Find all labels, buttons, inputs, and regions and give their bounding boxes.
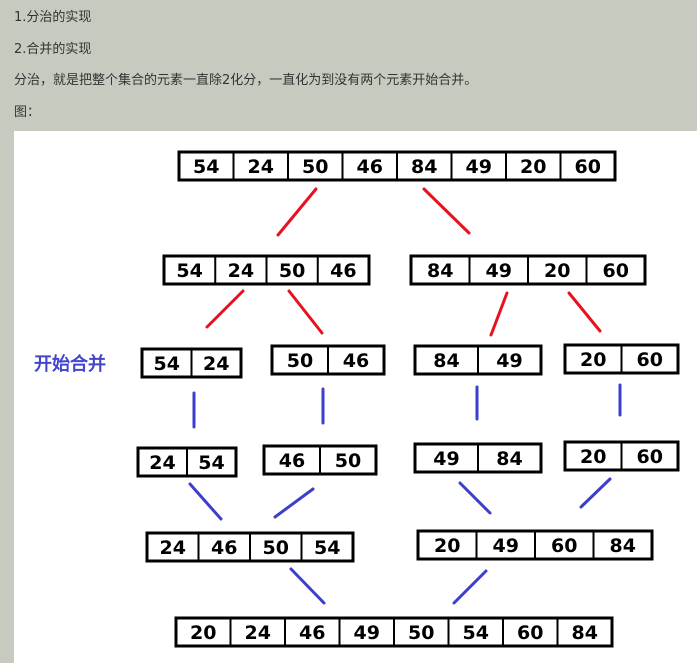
split-connector-line [205, 289, 245, 329]
merge-connector-line [579, 477, 612, 509]
array-cell-value: 84 [572, 622, 598, 644]
array-cell-value: 54 [176, 260, 202, 282]
array-cell-value: 60 [551, 535, 577, 557]
array-cell-value: 84 [496, 448, 522, 470]
split-connector-line [276, 187, 318, 237]
array-cell-value: 20 [434, 535, 460, 557]
array-cell-value: 60 [637, 446, 663, 468]
split-connector-line [287, 289, 324, 335]
array-cell-value: 20 [580, 446, 606, 468]
array-box: 24 46 50 54 [145, 531, 355, 563]
array-cell-value: 84 [433, 350, 459, 372]
array-cell-value: 49 [486, 260, 512, 282]
array-cell-value: 50 [408, 622, 434, 644]
array-cell-value: 49 [354, 622, 380, 644]
array-box: 49 84 [413, 442, 543, 474]
split-connector-line [489, 291, 509, 337]
array-box: 84 49 [413, 344, 543, 376]
array-cell-value: 60 [517, 622, 543, 644]
array-cell-value: 46 [299, 622, 325, 644]
array-cell-value: 49 [466, 156, 492, 178]
array-box: 20 24 46 49 50 54 60 84 [174, 616, 614, 648]
array-cell-value: 24 [160, 537, 186, 559]
split-connector-line [567, 291, 602, 333]
array-cell-value: 24 [248, 156, 274, 178]
step-1-text: 1.分治的实现 [14, 10, 92, 25]
array-cell-value: 54 [463, 622, 489, 644]
array-cell-value: 20 [520, 156, 546, 178]
figure-label: 图： [14, 105, 41, 120]
merge-start-label: 开始合并 [34, 353, 106, 375]
array-cell-value: 60 [603, 260, 629, 282]
merge-connector-line [452, 569, 488, 605]
array-cell-value: 54 [193, 156, 219, 178]
array-cell-value: 49 [496, 350, 522, 372]
array-cell-value: 20 [544, 260, 570, 282]
description-text: 分治，就是把整个集合的元素一直除2化分，一直化为到没有两个元素开始合并。 [14, 73, 478, 88]
array-cell-value: 54 [314, 537, 340, 559]
array-cell-value: 49 [493, 535, 519, 557]
array-box: 46 50 [262, 444, 378, 476]
array-cell-value: 46 [279, 450, 305, 472]
connector-lines [188, 187, 622, 605]
array-cell-value: 84 [411, 156, 437, 178]
array-cell-value: 20 [580, 349, 606, 371]
merge-connector-line [458, 481, 492, 515]
array-box: 54 24 50 46 [162, 254, 371, 286]
array-cell-value: 60 [575, 156, 601, 178]
array-box: 54 24 50 46 84 49 20 60 [177, 150, 617, 182]
array-cell-value: 54 [198, 452, 224, 474]
step-2-text: 2.合并的实现 [14, 42, 92, 57]
split-connector-line [422, 187, 471, 235]
array-cell-value: 24 [149, 452, 175, 474]
merge-connector-line [289, 567, 326, 605]
merge-connector-line [273, 487, 315, 519]
array-cell-value: 50 [302, 156, 328, 178]
array-box: 54 24 [140, 347, 243, 379]
array-cell-value: 46 [343, 350, 369, 372]
array-cell-value: 24 [228, 260, 254, 282]
array-cell-value: 60 [637, 349, 663, 371]
array-box: 84 49 20 60 [409, 254, 647, 286]
array-cell-value: 54 [154, 353, 180, 375]
array-cell-value: 24 [203, 353, 229, 375]
array-cell-value: 49 [433, 448, 459, 470]
array-cell-value: 46 [330, 260, 356, 282]
array-cell-value: 84 [610, 535, 636, 557]
array-cell-value: 46 [211, 537, 237, 559]
array-cell-value: 50 [279, 260, 305, 282]
array-cell-value: 84 [427, 260, 453, 282]
array-cell-value: 46 [357, 156, 383, 178]
array-cell-value: 24 [245, 622, 271, 644]
array-cell-value: 50 [287, 350, 313, 372]
array-box: 50 46 [270, 344, 386, 376]
array-cell-value: 50 [335, 450, 361, 472]
array-box: 20 49 60 84 [416, 529, 654, 561]
array-box: 24 54 [136, 446, 238, 478]
merge-connector-line [188, 482, 223, 521]
array-cell-value: 50 [263, 537, 289, 559]
array-cell-value: 20 [190, 622, 216, 644]
